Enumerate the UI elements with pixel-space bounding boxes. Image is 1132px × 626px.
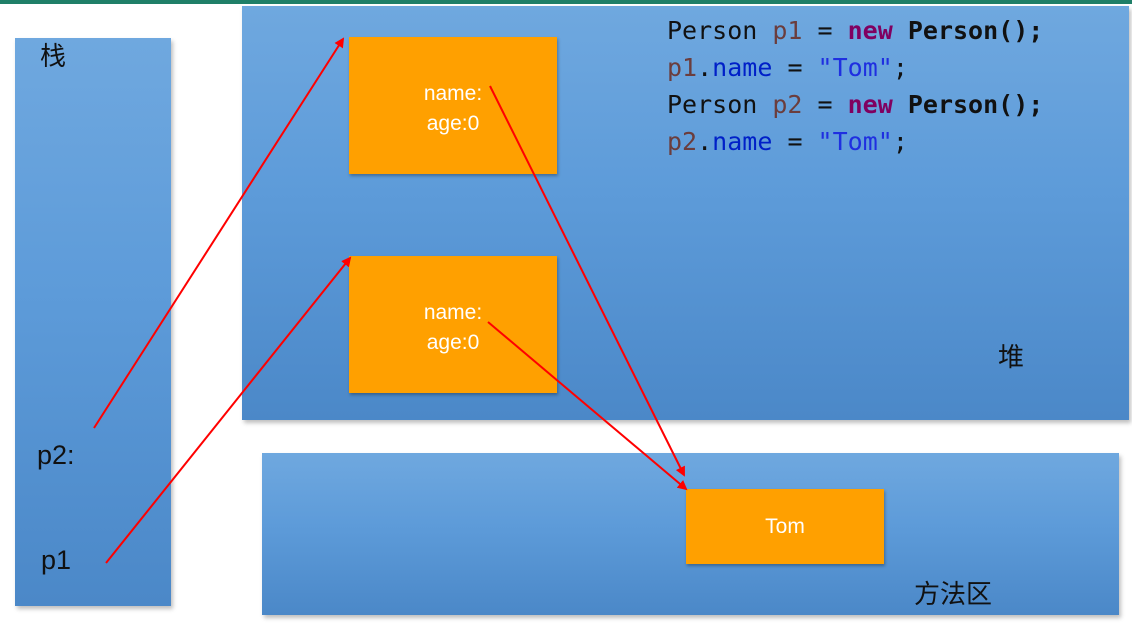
object-name-field: name: bbox=[423, 82, 483, 105]
object-fields: name: age:0 bbox=[349, 298, 557, 358]
heap-object-p1: name: age:0 bbox=[349, 37, 557, 174]
code-line-3: Person p2 = new Person(); bbox=[667, 90, 1044, 119]
string-constant-tom: Tom bbox=[686, 489, 884, 564]
object-fields: name: age:0 bbox=[349, 79, 557, 139]
watermark-glyph bbox=[1118, 598, 1128, 612]
method-area-title: 方法区 bbox=[914, 580, 993, 610]
top-accent-bar bbox=[0, 0, 1132, 4]
heap-title: 堆 bbox=[998, 343, 1025, 373]
code-line-4: p2.name = "Tom"; bbox=[667, 127, 908, 156]
stack-var-p1: p1 bbox=[41, 545, 72, 575]
object-name-field: name: bbox=[423, 301, 483, 324]
heap-object-p2: name: age:0 bbox=[349, 256, 557, 393]
object-age-field: age:0 bbox=[426, 112, 480, 135]
object-age-field: age:0 bbox=[426, 331, 480, 354]
code-line-1: Person p1 = new Person(); bbox=[667, 16, 1044, 45]
code-snippet: Person p1 = new Person(); p1.name = "Tom"… bbox=[667, 12, 1043, 160]
stack-region bbox=[15, 38, 171, 606]
stack-title: 栈 bbox=[40, 42, 67, 72]
stack-var-p2: p2: bbox=[37, 440, 75, 470]
code-line-2: p1.name = "Tom"; bbox=[667, 53, 908, 82]
